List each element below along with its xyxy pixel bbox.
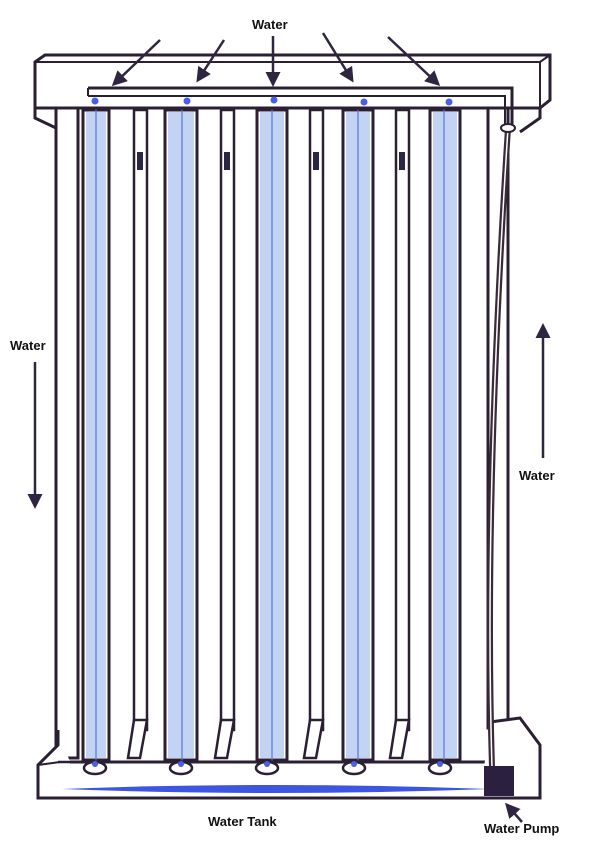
top-beam [33,53,552,134]
slat-4 [341,104,375,762]
label-water-pump: Water Pump [484,821,560,836]
divider-4 [388,108,411,760]
water-pump [484,766,514,796]
divider-3 [302,108,325,760]
label-water-left: Water [10,338,46,353]
frame-left-post [54,106,80,760]
slat-3 [255,104,289,762]
distribution-pipe [87,86,514,126]
divider-2 [213,108,236,760]
slat-1 [81,104,111,762]
label-water-tank: Water Tank [208,814,277,829]
label-water-top: Water [252,17,288,32]
divider-1 [126,108,149,760]
return-pipe [487,123,516,769]
drip-outlets [91,96,453,106]
top-arrows [111,32,441,87]
pump-arrow [505,802,523,823]
label-water-right: Water [519,468,555,483]
slat-2 [163,104,199,762]
tank-holes [82,760,453,776]
tank-water [62,785,490,793]
slat-5 [428,104,462,762]
